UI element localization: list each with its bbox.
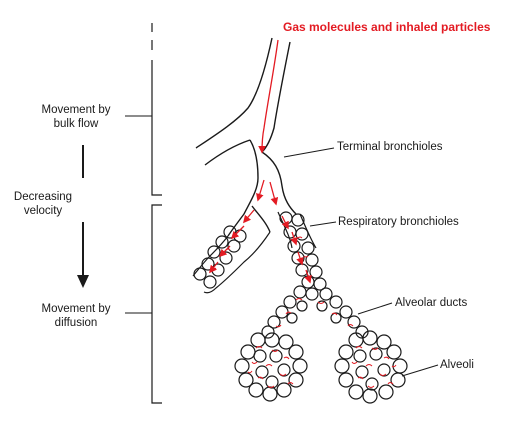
alveolar-ducts bbox=[261, 285, 369, 339]
diffusion-label-line1: Movement by bbox=[41, 303, 111, 315]
diffusion-bracket bbox=[151, 204, 162, 404]
bulk-flow-label-line2: bulk flow bbox=[53, 118, 99, 130]
velocity-label-line1: Decreasing bbox=[13, 191, 73, 203]
upper-airway bbox=[195, 37, 297, 237]
alveolar-ducts-label: Alveolar ducts bbox=[395, 297, 468, 309]
diffusion-squiggles bbox=[211, 236, 397, 388]
velocity-label-line2: velocity bbox=[23, 205, 63, 217]
terminal-bronchioles-label: Terminal bronchioles bbox=[337, 141, 443, 153]
velocity-arrow bbox=[77, 145, 89, 288]
left-respiratory-bronchiole bbox=[192, 225, 271, 294]
diffusion-label-line2: diffusion bbox=[54, 317, 98, 329]
left-alveolar-sac bbox=[234, 332, 308, 402]
leader-lines bbox=[283, 147, 439, 377]
diagram-title: Gas molecules and inhaled particles bbox=[283, 20, 491, 34]
respiratory-bronchioles-label: Respiratory bronchioles bbox=[338, 216, 459, 228]
alveoli-label: Alveoli bbox=[440, 359, 474, 371]
particle-flow-arrows bbox=[209, 39, 312, 284]
bulk-flow-bracket bbox=[151, 60, 162, 196]
bulk-flow-label-line1: Movement by bbox=[41, 104, 111, 116]
right-alveolar-sac bbox=[334, 330, 408, 404]
